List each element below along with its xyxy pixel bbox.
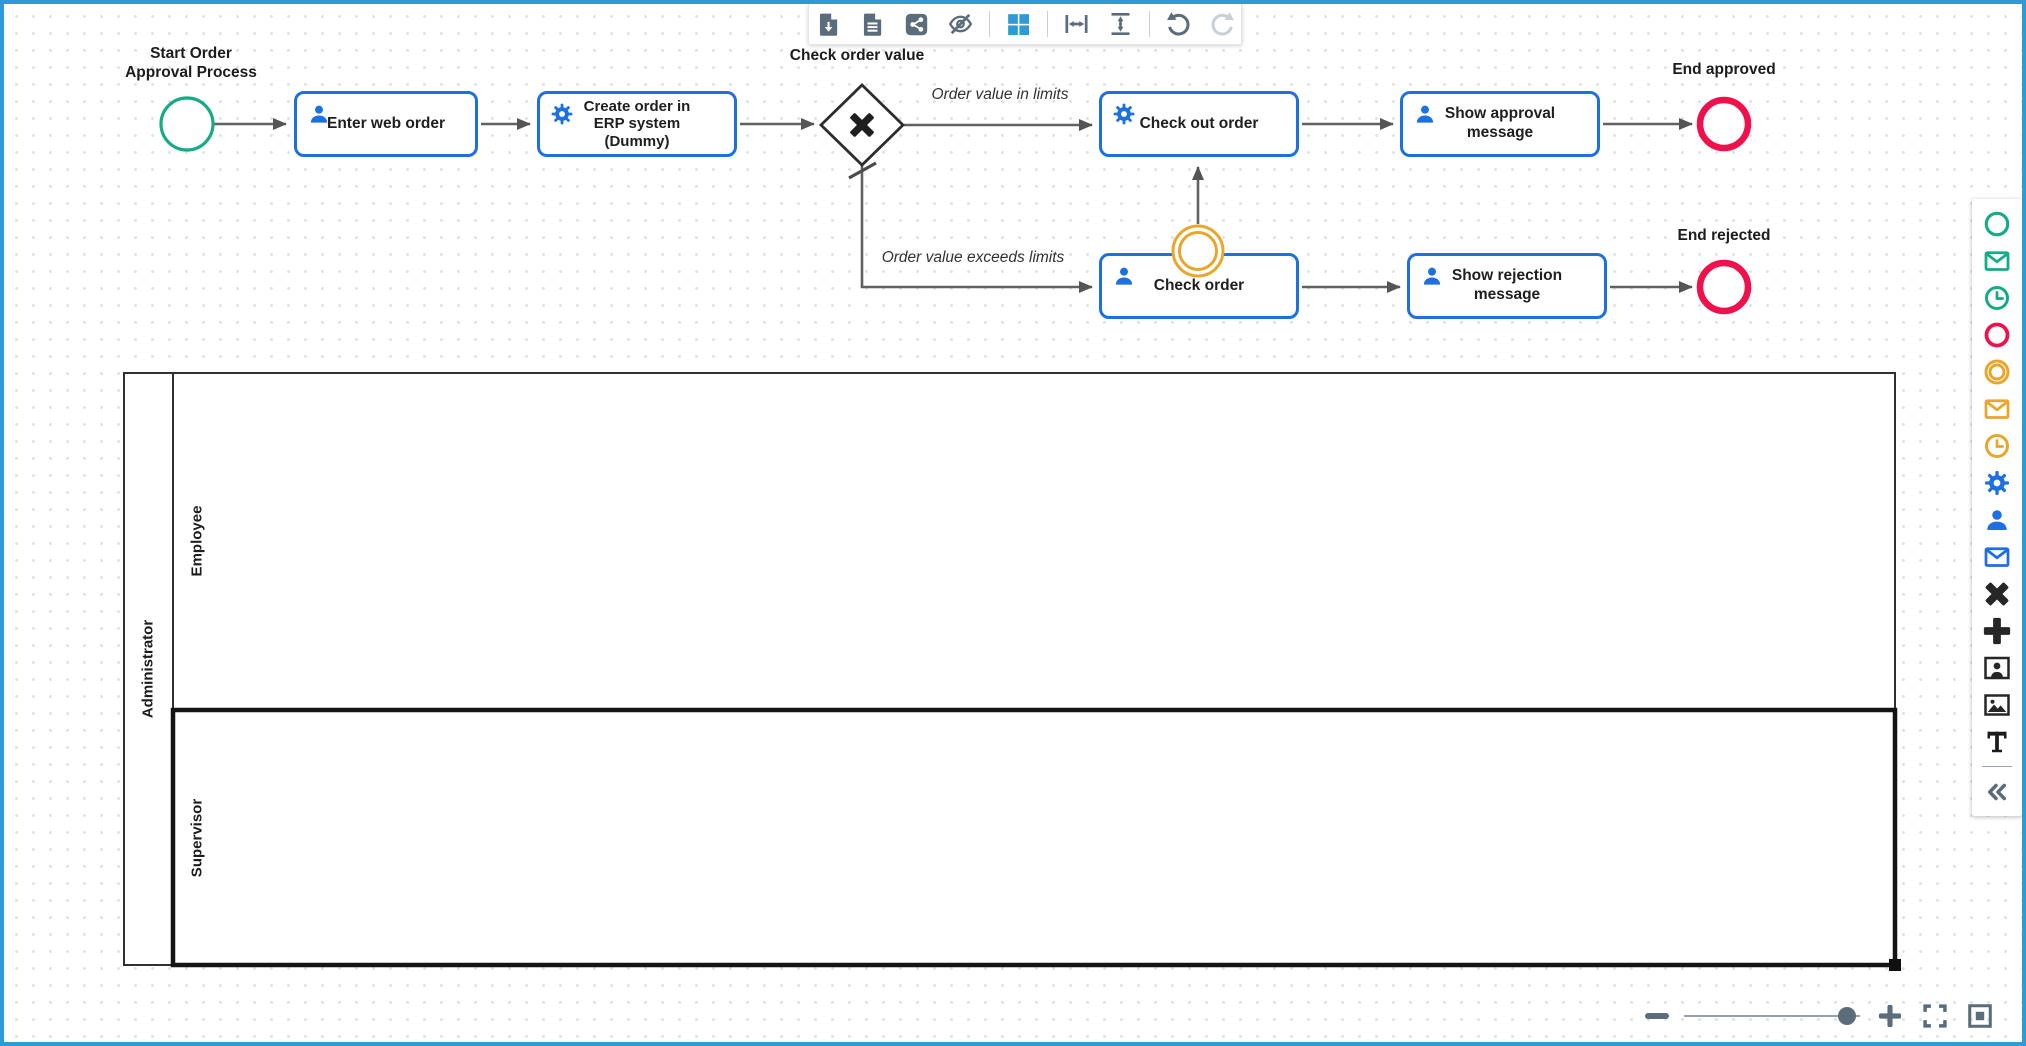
user-icon	[1115, 267, 1133, 285]
gear-icon	[1984, 470, 2009, 495]
palette-exclusive-gateway[interactable]	[1982, 578, 2013, 609]
toolbar-separator	[1148, 11, 1150, 37]
zoom-slider[interactable]	[1684, 1007, 1860, 1025]
task-label: Check order	[1153, 276, 1245, 294]
green-circle-icon	[1984, 211, 2010, 236]
palette-image-annotation[interactable]	[1982, 689, 2013, 720]
lane-label-supervisor[interactable]: Supervisor	[188, 798, 206, 878]
hide-overlays-button[interactable]	[945, 9, 976, 40]
fullscreen-button[interactable]	[1920, 1001, 1950, 1031]
palette-collapse-button[interactable]	[1982, 776, 2013, 807]
palette-participant-pool[interactable]	[1982, 652, 2013, 683]
task-check-out-order[interactable]: Check out order	[1099, 91, 1299, 157]
toolbar-separator	[988, 11, 990, 37]
palette-start-event[interactable]	[1982, 208, 2013, 239]
redo-icon	[1210, 12, 1234, 36]
plus-icon	[1878, 1004, 1902, 1028]
pool-administrator[interactable]	[123, 372, 1896, 966]
redo-button[interactable]	[1207, 9, 1238, 40]
task-label: Show approval message	[1444, 105, 1556, 141]
export-report-button[interactable]	[857, 9, 888, 40]
task-create-order-erp[interactable]: Create order in ERP system (Dummy)	[537, 91, 737, 157]
task-label: Enter web order	[327, 114, 445, 132]
undo-icon	[1166, 12, 1190, 36]
task-enter-web-order[interactable]: Enter web order	[294, 91, 478, 157]
palette-message-start-event[interactable]	[1982, 245, 2013, 276]
fit-height-icon	[1111, 12, 1129, 36]
lane-supervisor-selection[interactable]	[170, 707, 1901, 971]
eye-off-icon	[948, 13, 972, 35]
task-show-approval-message[interactable]: Show approval message	[1400, 91, 1600, 157]
palette-parallel-gateway[interactable]	[1982, 615, 2013, 646]
task-show-rejection-message[interactable]: Show rejection message	[1407, 253, 1607, 319]
palette-end-event[interactable]	[1982, 319, 2013, 350]
gear-icon	[551, 103, 573, 125]
top-toolbar	[808, 4, 1242, 45]
task-label: Create order in ERP system (Dummy)	[583, 98, 691, 150]
palette-timer-intermediate-event[interactable]	[1982, 430, 2013, 461]
user-icon	[1987, 509, 2007, 530]
palette-intermediate-event[interactable]	[1982, 356, 2013, 387]
fit-height-button[interactable]	[1105, 9, 1136, 40]
chevrons-left-icon	[1988, 783, 2006, 800]
share-button[interactable]	[901, 9, 932, 40]
export-image-button[interactable]	[813, 9, 844, 40]
fit-width-button[interactable]	[1061, 9, 1092, 40]
fullscreen-icon	[1923, 1004, 1947, 1028]
toggle-grid-button[interactable]	[1003, 9, 1034, 40]
green-clock-icon	[1985, 285, 2009, 310]
zoom-slider-knob[interactable]	[1838, 1007, 1856, 1025]
shape-palette	[1972, 199, 2022, 816]
orange-double-circle-icon	[1984, 358, 2010, 385]
lane-label-employee[interactable]: Employee	[188, 505, 206, 577]
orange-envelope-icon	[1984, 398, 2010, 419]
blue-envelope-icon	[1984, 546, 2010, 567]
fit-width-icon	[1064, 15, 1088, 33]
user-icon	[310, 105, 328, 123]
task-check-order[interactable]: Check order	[1099, 253, 1299, 319]
user-icon	[1423, 267, 1441, 285]
file-report-icon	[863, 13, 881, 36]
image-icon	[1984, 693, 2010, 716]
resize-handle[interactable]	[1889, 959, 1901, 971]
task-label: Check out order	[1139, 114, 1259, 132]
plus-icon	[1983, 617, 2011, 644]
palette-message-intermediate-event[interactable]	[1982, 393, 2013, 424]
palette-service-task[interactable]	[1982, 467, 2013, 498]
grid-icon	[1007, 13, 1029, 35]
user-icon	[1416, 105, 1434, 123]
undo-button[interactable]	[1163, 9, 1194, 40]
letter-t-icon	[1987, 731, 2007, 752]
palette-divider	[1982, 766, 2012, 767]
fit-viewport-button[interactable]	[1965, 1001, 1995, 1031]
task-label: Show rejection message	[1451, 267, 1563, 303]
gear-icon	[1113, 103, 1135, 125]
x-icon	[1985, 582, 2009, 605]
fit-viewport-icon	[1968, 1004, 1992, 1028]
palette-text-annotation[interactable]	[1982, 726, 2013, 757]
zoom-out-button[interactable]	[1645, 1013, 1669, 1019]
person-frame-icon	[1984, 656, 2010, 679]
palette-user-task[interactable]	[1982, 504, 2013, 535]
zoom-controls	[1645, 999, 1995, 1033]
zoom-in-button[interactable]	[1875, 1001, 1905, 1031]
share-icon	[905, 13, 927, 35]
red-circle-icon	[1984, 322, 2010, 347]
pool-label-administrator[interactable]: Administrator	[139, 619, 157, 719]
palette-send-task[interactable]	[1982, 541, 2013, 572]
green-envelope-icon	[1984, 250, 2010, 271]
palette-timer-start-event[interactable]	[1982, 282, 2013, 313]
toolbar-separator	[1046, 11, 1048, 37]
file-download-icon	[819, 13, 837, 36]
orange-clock-icon	[1985, 433, 2009, 458]
